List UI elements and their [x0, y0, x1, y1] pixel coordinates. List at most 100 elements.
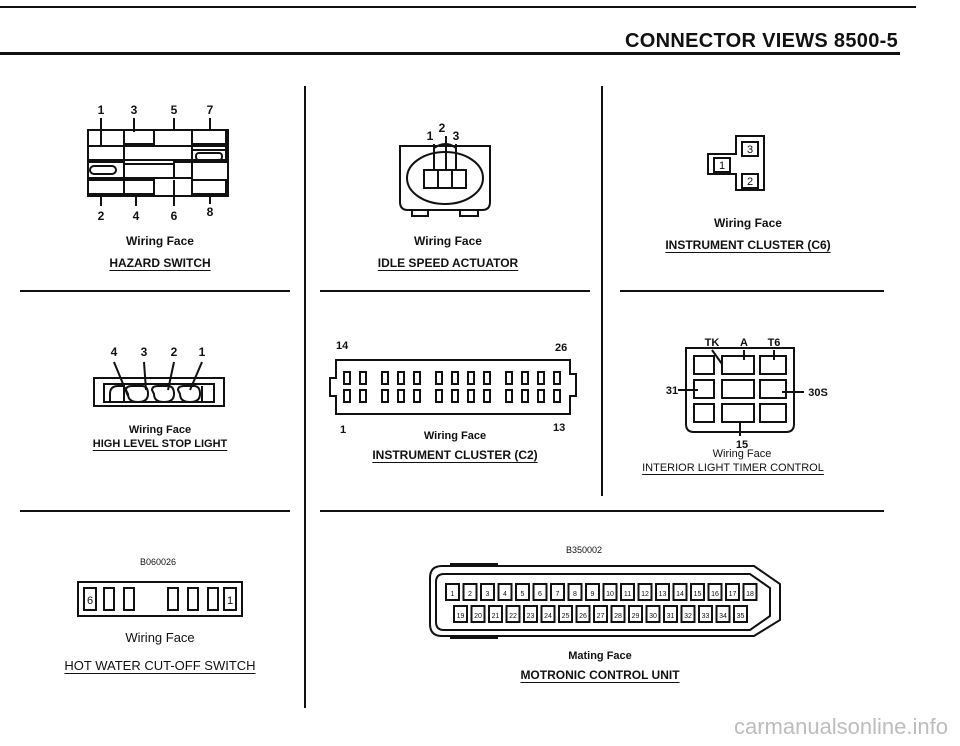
motronic-pin-box	[532, 583, 548, 601]
hazard-pin-8: 8	[207, 205, 214, 219]
instrument-cluster-c2-connector	[329, 359, 577, 415]
hazard-switch-connector: 1 3 5 7 2 4 6 8	[87, 103, 229, 223]
motronic-pin-box	[540, 605, 556, 623]
timer-pin-31: 31	[666, 385, 678, 397]
motronic-pin-box	[742, 583, 758, 601]
motronic-pin-box	[620, 583, 635, 601]
c2-pin-26: 26	[555, 342, 568, 354]
motronic-pin-box	[663, 605, 678, 623]
hot-water-pin-6: 6	[87, 595, 93, 607]
timer-pin-30s: 30S	[808, 387, 828, 399]
motronic-pin-label: 31	[667, 613, 675, 620]
isa-pin-3: 3	[453, 129, 460, 143]
hot-water-cutoff-connector: 6 1	[77, 581, 243, 617]
motronic-pin-label: 5	[521, 591, 525, 598]
motronic-pin-label: 13	[659, 591, 667, 598]
interior-light-timer-face-label: Wiring Face	[712, 448, 772, 460]
instrument-cluster-c2-name: INSTRUMENT CLUSTER (C2)	[372, 448, 538, 462]
divider-row1-right	[620, 290, 884, 292]
motronic-pin-box	[445, 583, 460, 601]
motronic-pin-box	[690, 583, 705, 601]
motronic-pin-box	[505, 605, 521, 623]
motronic-pin-label: 32	[684, 613, 692, 620]
motronic-pin-label: 27	[597, 613, 605, 620]
motronic-pin-label: 9	[591, 591, 595, 598]
hazard-pin-1: 1	[98, 103, 105, 117]
motronic-pin-box	[480, 583, 495, 601]
divider-vertical-left	[304, 86, 306, 708]
motronic-pin-box	[628, 605, 643, 623]
motronic-pin-label: 24	[544, 613, 552, 620]
motronic-pin-label: 14	[676, 591, 684, 598]
motronic-pin-label: 21	[492, 613, 500, 620]
c6-pin-1: 1	[719, 160, 725, 172]
motronic-pin-box	[602, 583, 618, 601]
top-rule-thin	[0, 6, 916, 8]
motronic-pin-box	[470, 605, 486, 623]
motronic-pin-label: 28	[614, 613, 622, 620]
divider-row1-middle	[320, 290, 590, 292]
hazard-pin-4: 4	[133, 209, 140, 223]
isa-pin-2: 2	[439, 121, 446, 135]
motronic-pin-box	[593, 605, 608, 623]
motronic-pin-box	[655, 583, 670, 601]
motronic-pin-box	[523, 605, 538, 623]
motronic-pin-box	[725, 583, 740, 601]
motronic-pin-label: 11	[624, 591, 631, 598]
motronic-pin-label: 30	[649, 613, 657, 620]
timer-pin-tk: TK	[705, 337, 720, 349]
motronic-pin-box	[733, 605, 748, 623]
c6-pin-2: 2	[747, 176, 753, 188]
divider-row1-left	[20, 290, 290, 292]
top-rule-thick	[0, 52, 900, 55]
timer-pin-15: 15	[736, 439, 748, 451]
motronic-pin-label: 22	[509, 613, 517, 620]
interior-light-timer-name: INTERIOR LIGHT TIMER CONTROL	[642, 462, 824, 474]
c6-pin-3: 3	[747, 144, 753, 156]
motronic-pin-box	[707, 583, 723, 601]
high-level-stop-light-connector: 4 3 2 1	[93, 345, 225, 407]
idle-speed-actuator-connector: 1 2 3	[399, 121, 491, 217]
motronic-pin-box	[488, 605, 503, 623]
hazard-switch-name: HAZARD SWITCH	[109, 256, 211, 270]
motronic-pin-label: 2	[468, 591, 472, 598]
c2-pin-13: 13	[553, 422, 566, 434]
motronic-pin-label: 20	[474, 613, 482, 620]
motronic-pin-label: 33	[702, 613, 710, 620]
instrument-cluster-c6-name: INSTRUMENT CLUSTER (C6)	[665, 238, 831, 252]
motronic-pin-label: 17	[729, 591, 737, 598]
motronic-pin-box	[585, 583, 600, 601]
motronic-pin-box	[637, 583, 653, 601]
motronic-pin-box	[715, 605, 731, 623]
motronic-pin-box	[610, 605, 626, 623]
watermark: carmanualsonline.info	[733, 714, 948, 739]
high-level-stop-light-name: HIGH LEVEL STOP LIGHT	[92, 438, 228, 450]
divider-row2-left	[20, 510, 290, 512]
hazard-pin-6: 6	[171, 209, 178, 223]
idle-speed-actuator-face-label: Wiring Face	[414, 234, 482, 248]
page-title: CONNECTOR VIEWS 8500-5	[625, 30, 898, 52]
motronic-pin-label: 1	[451, 591, 455, 598]
hot-water-face-label: Wiring Face	[125, 630, 195, 645]
motronic-pin-label: 12	[641, 591, 649, 598]
motronic-pin-label: 18	[746, 591, 754, 598]
motronic-pin-label: 26	[579, 613, 587, 620]
motronic-pin-label: 35	[737, 613, 745, 620]
hot-water-code: B060026	[140, 557, 177, 567]
timer-pin-t6: T6	[768, 337, 781, 349]
isa-pin-1: 1	[427, 129, 434, 143]
hazard-pin-7: 7	[207, 103, 214, 117]
motronic-pin-box	[567, 583, 583, 601]
instrument-cluster-c6-connector: 3 1 2	[707, 135, 765, 191]
stop-light-pin-3: 3	[141, 345, 148, 359]
motronic-pin-box	[515, 583, 530, 601]
hot-water-name: HOT WATER CUT-OFF SWITCH	[64, 658, 256, 673]
motronic-name: MOTRONIC CONTROL UNIT	[520, 668, 680, 682]
motronic-pin-box	[550, 583, 565, 601]
motronic-pin-box	[575, 605, 591, 623]
motronic-pin-box	[680, 605, 696, 623]
motronic-pin-box	[558, 605, 573, 623]
stop-light-pin-2: 2	[171, 345, 178, 359]
stop-light-pin-1: 1	[199, 345, 206, 359]
